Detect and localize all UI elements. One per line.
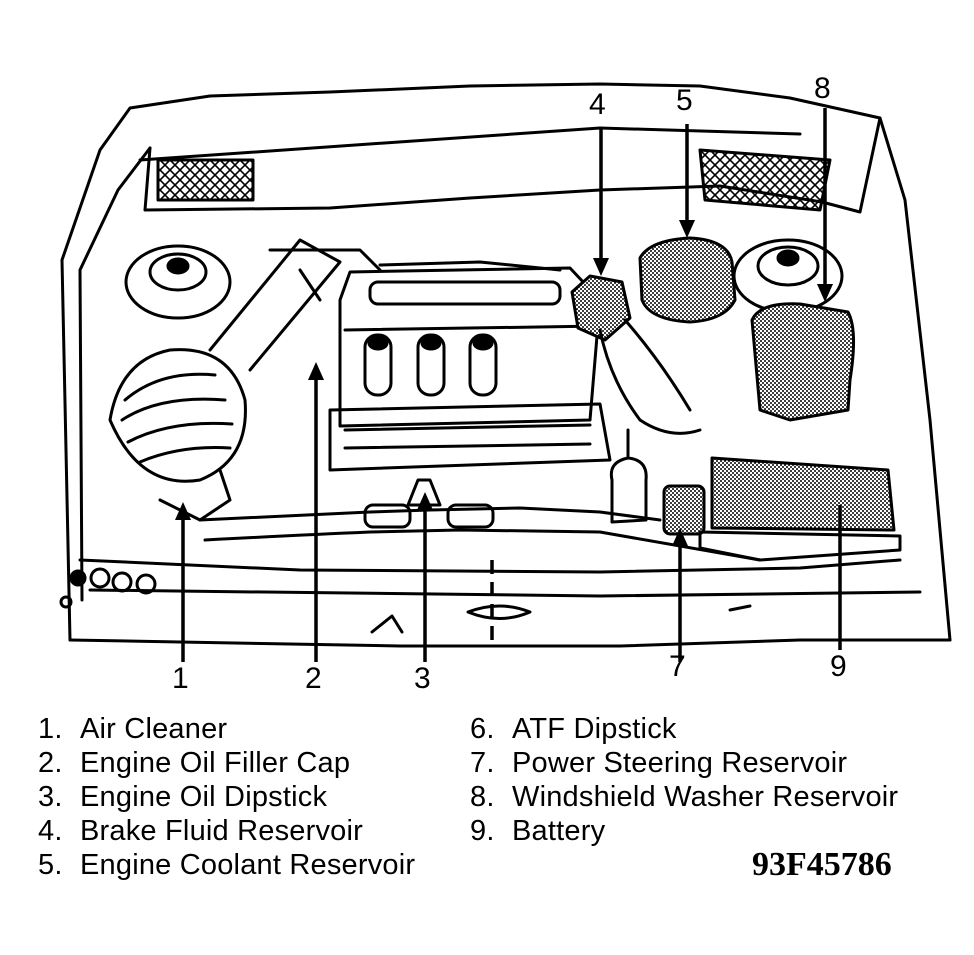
legend-text: Windshield Washer Reservoir: [512, 781, 899, 813]
atf-dipstick: [609, 428, 648, 524]
legend-number: 4.: [38, 815, 63, 847]
air-cleaner-assembly: [108, 238, 342, 522]
legend-number: 3.: [38, 781, 63, 813]
strut-tower-left: [124, 244, 232, 320]
legend-text: ATF Dipstick: [512, 713, 677, 745]
engine-block: [268, 248, 612, 472]
legend-text: Engine Coolant Reservoir: [80, 849, 416, 881]
cowl-grille-left: [156, 158, 255, 202]
legend-item: 1. Air Cleaner: [38, 712, 415, 746]
legend-number: 6.: [470, 713, 495, 745]
callout-number: 7: [669, 650, 686, 683]
windshield-washer-reservoir: [750, 302, 856, 422]
legend-text: Battery: [512, 815, 606, 847]
callout-number: 1: [172, 662, 189, 695]
legend-text: Air Cleaner: [80, 713, 228, 745]
legend-number: 1.: [38, 713, 63, 745]
power-steering-reservoir: [662, 484, 706, 536]
battery-tray: [698, 530, 902, 562]
brake-fluid-reservoir: [570, 274, 632, 342]
legend-number: 2.: [38, 747, 63, 779]
legend-item: 3. Engine Oil Dipstick: [38, 780, 415, 814]
legend-number: 8.: [470, 781, 495, 813]
callout-number: 8: [814, 72, 831, 105]
callout-number: 5: [676, 84, 693, 117]
legend-text: Engine Oil Filler Cap: [80, 747, 351, 779]
figure-code: 93F45786: [752, 846, 892, 883]
legend-item: 4. Brake Fluid Reservoir: [38, 814, 415, 848]
callout-number: 3: [414, 662, 431, 695]
callout-number: 2: [305, 662, 322, 695]
legend-item: 7. Power Steering Reservoir: [470, 746, 898, 780]
legend-text: Engine Oil Dipstick: [80, 781, 328, 813]
callout-number: 9: [830, 650, 847, 683]
legend-item: 5. Engine Coolant Reservoir: [38, 848, 415, 882]
legend-item: 2. Engine Oil Filler Cap: [38, 746, 415, 780]
legend-right: 6. ATF Dipstick 7. Power Steering Reservoi…: [470, 712, 898, 848]
legend-item: 9. Battery: [470, 814, 898, 848]
legend-item: 8. Windshield Washer Reservoir: [470, 780, 898, 814]
callout-leaders: [181, 108, 842, 662]
callout-arrowheads: [175, 220, 833, 546]
legend-number: 5.: [38, 849, 63, 881]
callout-number: 4: [589, 88, 606, 121]
battery: [710, 456, 896, 532]
legend-text: Power Steering Reservoir: [512, 747, 848, 779]
brake-lines: [598, 318, 702, 435]
engine-coolant-reservoir: [638, 236, 737, 324]
legend-text: Brake Fluid Reservoir: [80, 815, 364, 847]
legend-item: 6. ATF Dipstick: [470, 712, 898, 746]
legend-left: 1. Air Cleaner 2. Engine Oil Filler Cap 3.…: [38, 712, 415, 882]
radiator-support: [59, 558, 922, 634]
legend-number: 9.: [470, 815, 495, 847]
legend-number: 7.: [470, 747, 495, 779]
cowl-grille-right: [698, 148, 832, 212]
